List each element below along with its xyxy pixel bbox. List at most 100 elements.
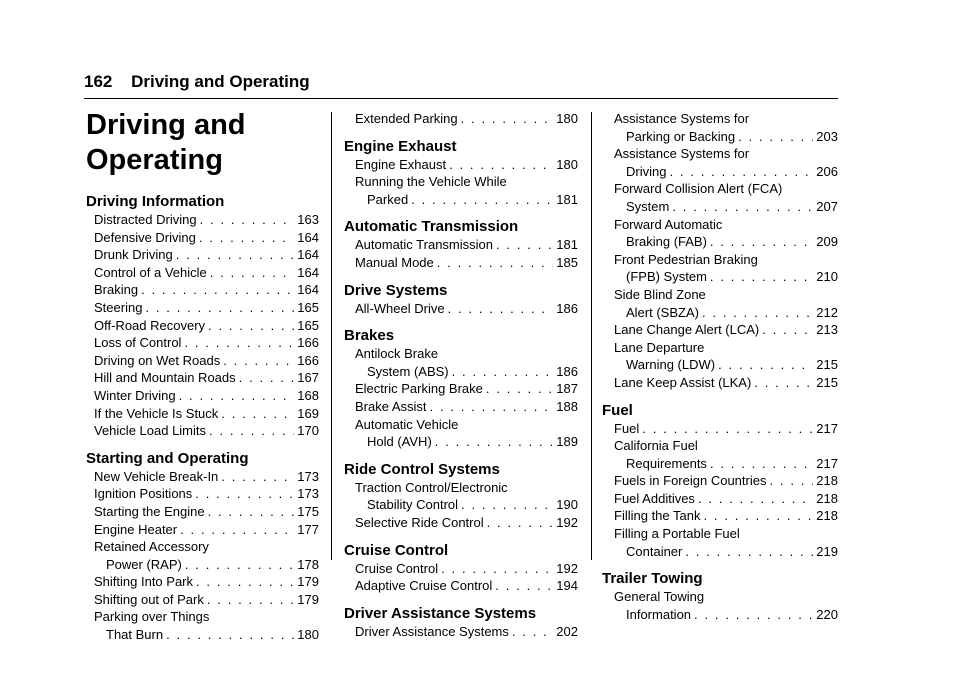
dot-leader	[762, 321, 813, 339]
toc-entry[interactable]: Steering 165	[86, 299, 319, 317]
toc-entry-title: Steering	[94, 299, 143, 315]
toc-entry[interactable]: Engine Exhaust180	[344, 156, 578, 174]
toc-entry[interactable]: Fuel Additives218	[602, 490, 838, 508]
dot-leader	[221, 468, 294, 486]
toc-entry[interactable]: Extended Parking180	[344, 110, 578, 128]
toc-page-number: 186	[556, 363, 578, 379]
dot-leader	[141, 281, 294, 299]
toc-page-number: 177	[297, 521, 319, 537]
toc-entry-title: Loss of Control	[94, 335, 182, 351]
toc-entry[interactable]: Fuel217	[602, 420, 838, 438]
toc-entry[interactable]: Cruise Control192	[344, 560, 578, 578]
toc-entry[interactable]: Defensive Driving164	[86, 229, 319, 247]
toc-entry-title: Adaptive Cruise Control	[355, 578, 493, 594]
toc-entry[interactable]: Filling the Tank218	[602, 507, 838, 525]
toc-entry[interactable]: New Vehicle Break-In173	[86, 468, 319, 486]
toc-entry-title: All-Wheel Drive	[355, 300, 445, 316]
toc-entry[interactable]: Braking164	[86, 281, 319, 299]
toc-entry-title: (FPB) System	[626, 269, 707, 285]
toc-entry[interactable]: Forward Collision Alert (FCA)System207	[602, 180, 838, 215]
toc-page-number: 218	[816, 473, 838, 489]
column-divider	[591, 112, 592, 560]
toc-entry[interactable]: Engine Heater 177	[86, 521, 319, 539]
toc-entry[interactable]: Electric Parking Brake187	[344, 380, 578, 398]
toc-entry[interactable]: California FuelRequirements217	[602, 437, 838, 472]
toc-entry[interactable]: Vehicle Load Limits170	[86, 422, 319, 440]
toc-page-number: 173	[297, 486, 319, 502]
toc-entry[interactable]: Filling a Portable FuelContainer219	[602, 525, 838, 560]
toc-entry[interactable]: Lane Change Alert (LCA)213	[602, 321, 838, 339]
toc-page-number: 206	[816, 163, 838, 179]
toc-entry-title: Filling the Tank	[614, 508, 701, 524]
toc-page-number: 165	[297, 299, 319, 315]
toc-entry-title: Extended Parking	[355, 111, 458, 126]
toc-entry[interactable]: General TowingInformation220	[602, 588, 838, 623]
toc-entry-title: Fuel Additives	[614, 490, 695, 506]
page-number: 162	[84, 72, 113, 91]
toc-entry-title: Electric Parking Brake	[355, 381, 483, 397]
toc-entry[interactable]: Winter Driving168	[86, 387, 319, 405]
toc-entry[interactable]: Driving on Wet Roads166	[86, 352, 319, 370]
toc-entry[interactable]: Manual Mode185	[344, 254, 578, 272]
toc-page-number: 181	[556, 237, 578, 253]
toc-entry-title: Control of a Vehicle	[94, 264, 207, 280]
dot-leader	[769, 472, 813, 490]
toc-entry[interactable]: If the Vehicle Is Stuck169	[86, 405, 319, 423]
toc-entry[interactable]: Ignition Positions173	[86, 485, 319, 503]
toc-entry[interactable]: Brake Assist188	[344, 398, 578, 416]
toc-page-number: 166	[297, 352, 319, 368]
toc-entry[interactable]: All-Wheel Drive186	[344, 300, 578, 318]
dot-leader	[449, 156, 553, 174]
dot-leader	[672, 198, 813, 216]
toc-entry[interactable]: Shifting Into Park179	[86, 573, 319, 591]
dot-leader	[184, 334, 294, 352]
toc-entry-title: Engine Heater	[94, 521, 178, 537]
dot-leader	[166, 626, 294, 644]
toc-page-number: 194	[556, 578, 578, 594]
toc-entry[interactable]: Hill and Mountain Roads167	[86, 369, 319, 387]
toc-entry[interactable]: Distracted Driving163	[86, 211, 319, 229]
toc-entry-title: Lane Change Alert (LCA)	[614, 322, 760, 338]
toc-page-number: 207	[816, 198, 838, 214]
dot-leader	[496, 236, 553, 254]
toc-entry[interactable]: Running the Vehicle WhileParked181	[344, 173, 578, 208]
toc-entry-first-line: General Towing	[614, 589, 705, 605]
toc-entry[interactable]: Shifting out of Park179	[86, 591, 319, 609]
dot-leader	[435, 433, 554, 451]
toc-page-number: 188	[556, 398, 578, 414]
toc-entry-title: Fuels in Foreign Countries	[614, 473, 767, 489]
toc-entry[interactable]: Selective Ride Control192	[344, 514, 578, 532]
toc-entry[interactable]: Off-Road Recovery165	[86, 317, 319, 335]
toc-entry-title: That Burn	[106, 627, 164, 643]
toc-entry[interactable]: Drunk Driving164	[86, 246, 319, 264]
toc-entry[interactable]: Loss of Control166	[86, 334, 319, 352]
toc-entry-first-line: Parking over Things	[94, 609, 210, 625]
dot-leader	[702, 304, 813, 322]
toc-entry[interactable]: Fuels in Foreign Countries 218	[602, 472, 838, 490]
toc-entry[interactable]: Lane Keep Assist (LKA)215	[602, 374, 838, 392]
toc-entry[interactable]: Assistance Systems forDriving206	[602, 145, 838, 180]
toc-entry[interactable]: Starting the Engine175	[86, 503, 319, 521]
toc-entry-first-line: Forward Collision Alert (FCA)	[614, 181, 783, 197]
toc-page-number: 164	[297, 264, 319, 280]
toc-entry[interactable]: Control of a Vehicle 164	[86, 264, 319, 282]
toc-entry-title: System (ABS)	[367, 363, 449, 379]
toc-entry[interactable]: Adaptive Cruise Control 194	[344, 577, 578, 595]
toc-page-number: 169	[297, 405, 319, 421]
toc-entry[interactable]: Driver Assistance Systems202	[344, 623, 578, 641]
toc-entry[interactable]: Automatic Transmission181	[344, 236, 578, 254]
toc-entry-title: Driving	[626, 163, 667, 179]
toc-entry[interactable]: Front Pedestrian Braking(FPB) System210	[602, 251, 838, 286]
dot-leader	[221, 405, 294, 423]
dot-leader	[208, 503, 295, 521]
dot-leader	[179, 387, 295, 405]
